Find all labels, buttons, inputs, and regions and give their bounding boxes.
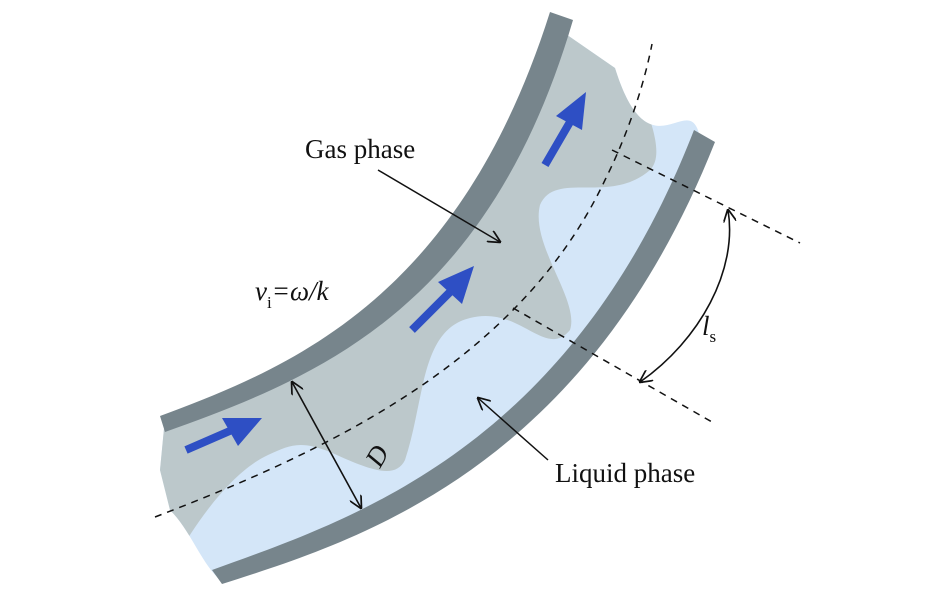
gas-phase-label: Gas phase <box>305 134 415 164</box>
flow-arrow-2 <box>409 266 474 333</box>
slug-boundary-upper <box>611 149 801 244</box>
length-subscript: s <box>710 327 717 346</box>
length-symbol: l <box>702 311 710 341</box>
interface-velocity-label: vi=ω/k <box>255 276 330 312</box>
diameter-arrow <box>292 382 361 508</box>
liquid-phase-label: Liquid phase <box>555 458 695 488</box>
liquid-phase-leader <box>478 398 549 461</box>
flow-arrow-3 <box>541 92 586 168</box>
pipe-centerline <box>154 43 653 518</box>
flow-arrow-1 <box>184 418 262 454</box>
velocity-symbol: v <box>255 276 267 306</box>
velocity-subscript: i <box>267 293 272 312</box>
velocity-relation: =ω/k <box>272 276 330 306</box>
slug-length-arrow <box>640 210 730 382</box>
gas-phase-leader <box>377 169 500 242</box>
slug-length-label: ls <box>702 311 716 346</box>
